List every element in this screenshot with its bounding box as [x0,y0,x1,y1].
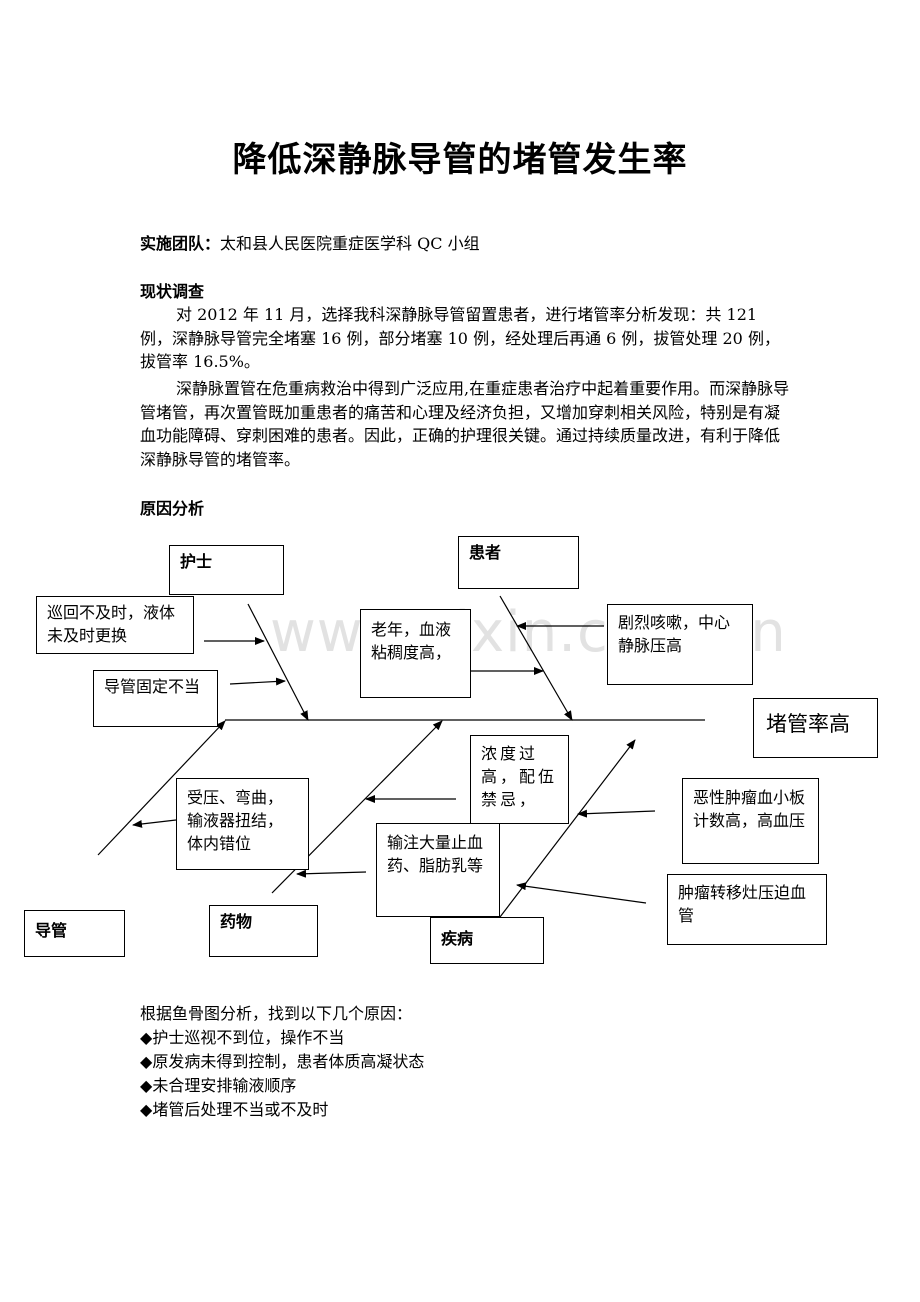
bone-catheter [97,720,226,856]
list-item-text: 未合理安排输液顺序 [152,1076,297,1095]
status-paragraph-1: 对 2012 年 11 月，选择我科深静脉导管留置患者，进行堵管率分析发现：共 … [140,305,780,371]
cause-metastasis: 肿瘤转移灶压迫血管 [667,874,827,945]
team-colon: ： [204,234,221,253]
cause-patrol: 巡回不及时，液体未及时更换 [36,596,194,654]
effect-head: 堵管率高 [753,698,878,758]
cause-compression: 受压、弯曲，输液器扭结，体内错位 [176,778,309,870]
team-label: 实施团队 [140,234,205,253]
arrow-metastasis [516,882,647,904]
status-heading: 现状调查 [140,282,205,301]
list-item: ◆原发病未得到控制，患者体质高凝状态 [140,1050,424,1074]
arrow-fixation [229,677,286,686]
cause-fixation: 导管固定不当 [93,670,218,727]
team-value: 太和县人民医院重症医学科 QC 小组 [220,234,480,253]
cause-cough: 剧烈咳嗽，中心静脉压高 [607,604,753,685]
arrow-compression [132,819,177,828]
cause-elderly: 老年，血液粘稠度高， [360,609,471,698]
list-item: ◆堵管后处理不当或不及时 [140,1098,424,1122]
category-disease: 疾病 [430,917,544,964]
cause-hemostatic: 输注大量止血药、脂肪乳等 [376,823,500,917]
status-paragraph-2: 深静脉置管在危重病救治中得到广泛应用,在重症患者治疗中起着重要作用。而深静脉导管… [140,379,790,469]
conclusion-list: 根据鱼骨图分析，找到以下几个原因： ◆护士巡视不到位，操作不当 ◆原发病未得到控… [140,1002,424,1122]
analysis-heading: 原因分析 [140,499,205,518]
bullet: ◆ [140,1052,153,1071]
arrow-hemostatic [296,869,367,878]
category-patient: 患者 [458,536,579,589]
cause-concentration: 浓度过高，配伍禁忌， [470,735,569,824]
list-item-text: 堵管后处理不当或不及时 [152,1100,329,1119]
cause-tumor-platelet: 恶性肿瘤血小板计数高，高血压 [682,778,819,864]
team-line: 实施团队：太和县人民医院重症医学科 QC 小组 [140,232,790,256]
list-item-text: 护士巡视不到位，操作不当 [152,1028,345,1047]
category-nurse: 护士 [169,545,284,595]
category-drug: 药物 [209,905,318,957]
bullet: ◆ [140,1028,153,1047]
category-catheter: 导管 [24,910,125,957]
list-item: ◆未合理安排输液顺序 [140,1074,424,1098]
bullet: ◆ [140,1100,153,1119]
bone-patient [499,595,573,721]
document-title: 降低深静脉导管的堵管发生率 [232,140,688,180]
list-item-text: 原发病未得到控制，患者体质高凝状态 [152,1052,425,1071]
bone-nurse [247,603,309,721]
arrow-tumor-platelet [577,809,656,818]
conclusion-intro: 根据鱼骨图分析，找到以下几个原因： [140,1004,413,1023]
bullet: ◆ [140,1076,153,1095]
list-item: ◆护士巡视不到位，操作不当 [140,1026,424,1050]
